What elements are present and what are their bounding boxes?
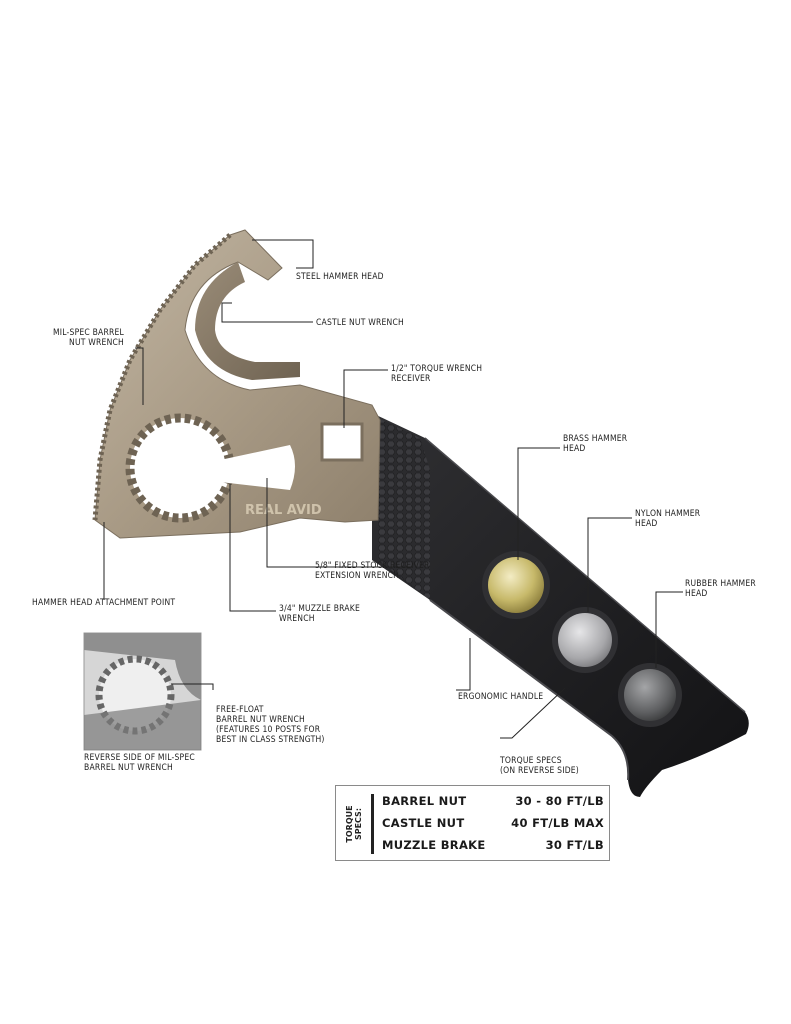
spec-value: 30 FT/LB [545, 838, 604, 852]
spec-name: MUZZLE BRAKE [382, 838, 486, 852]
brand-logo: REAL AVID [245, 503, 322, 518]
label-torque-specs: TORQUE SPECS (ON REVERSE SIDE) [500, 756, 579, 776]
spec-value: 30 - 80 FT/LB [515, 794, 604, 808]
label-ergonomic-handle: ERGONOMIC HANDLE [458, 692, 544, 702]
label-castle-nut-wrench: CASTLE NUT WRENCH [316, 318, 404, 328]
label-muzzle-brake-wrench: 3/4" MUZZLE BRAKE WRENCH [279, 604, 360, 624]
spec-row-barrel-nut: BARREL NUT 30 - 80 FT/LB [382, 792, 604, 810]
label-torque-wrench-receiver: 1/2" TORQUE WRENCH RECEIVER [391, 364, 483, 384]
nylon-hammer-head [558, 613, 612, 667]
label-brass-hammer-head: BRASS HAMMER HEAD [563, 434, 628, 454]
spec-value: 40 FT/LB MAX [511, 816, 604, 830]
label-free-float-barrel-nut-wrench: FREE-FLOAT BARREL NUT WRENCH (FEATURES 1… [216, 705, 325, 745]
metal-head: REAL AVID [92, 229, 381, 539]
label-reverse-side: REVERSE SIDE OF MIL-SPEC BARREL NUT WREN… [84, 753, 195, 773]
torque-specs-title: TORQUE SPECS: [345, 805, 363, 843]
label-rubber-hammer-head: RUBBER HAMMER HEAD [685, 579, 756, 599]
torque-specs-box: TORQUE SPECS: BARREL NUT 30 - 80 FT/LB C… [335, 785, 610, 861]
ergonomic-handle [372, 413, 749, 797]
spec-row-muzzle-brake: MUZZLE BRAKE 30 FT/LB [382, 836, 604, 854]
leader-lines [103, 239, 683, 739]
label-nylon-hammer-head: NYLON HAMMER HEAD [635, 509, 701, 529]
label-stock-receiver-wrench: 5/8" FIXED STOCK RECEIVER EXTENSION WREN… [315, 561, 430, 581]
spec-name: BARREL NUT [382, 794, 467, 808]
label-hammer-head-attachment-point: HAMMER HEAD ATTACHMENT POINT [32, 598, 176, 608]
rubber-hammer-head [624, 669, 676, 721]
spec-row-castle-nut: CASTLE NUT 40 FT/LB MAX [382, 814, 604, 832]
specs-divider [371, 794, 374, 854]
brass-hammer-head [488, 557, 544, 613]
label-mil-spec-barrel-nut-wrench: MIL-SPEC BARREL NUT WRENCH [53, 328, 124, 348]
spec-name: CASTLE NUT [382, 816, 465, 830]
reverse-side-inset [83, 632, 202, 751]
label-steel-hammer-head: STEEL HAMMER HEAD [296, 272, 384, 282]
hammer-heads [482, 551, 682, 727]
